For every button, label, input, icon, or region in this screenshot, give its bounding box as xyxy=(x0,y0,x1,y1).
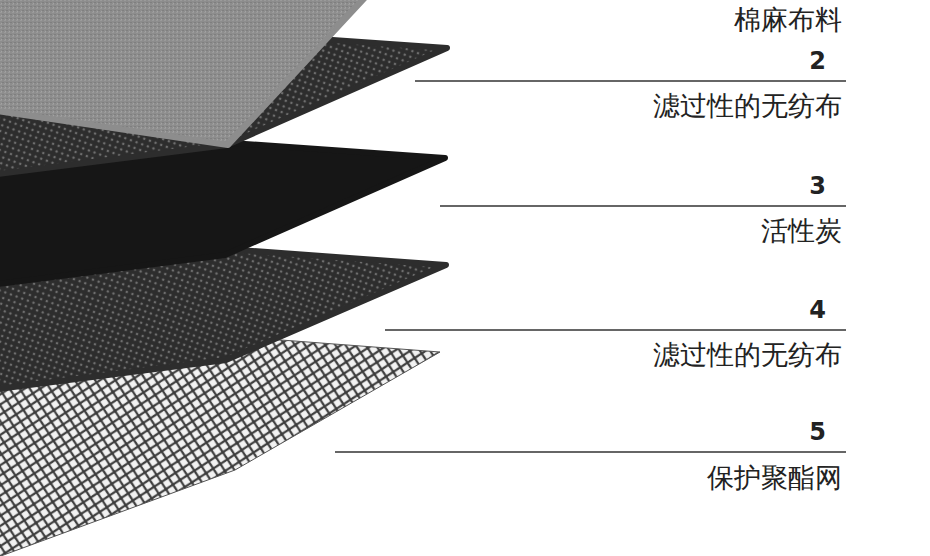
callout-number: 5 xyxy=(809,418,826,446)
layer-name: 滤过性的无纺布 xyxy=(653,337,842,373)
linen-fabric-layer xyxy=(0,0,400,145)
layer-name: 活性炭 xyxy=(761,213,842,249)
layer-name: 棉麻布料 xyxy=(734,2,842,38)
layer-name: 滤过性的无纺布 xyxy=(653,88,842,124)
layer-name: 保护聚酯网 xyxy=(707,460,842,496)
leader-line xyxy=(385,329,846,330)
callout-number: 3 xyxy=(809,172,826,200)
leader-line xyxy=(440,205,846,206)
callout-number: 2 xyxy=(809,47,826,75)
leader-line xyxy=(335,451,846,452)
leader-line xyxy=(415,80,846,81)
callout-number: 4 xyxy=(809,296,826,324)
